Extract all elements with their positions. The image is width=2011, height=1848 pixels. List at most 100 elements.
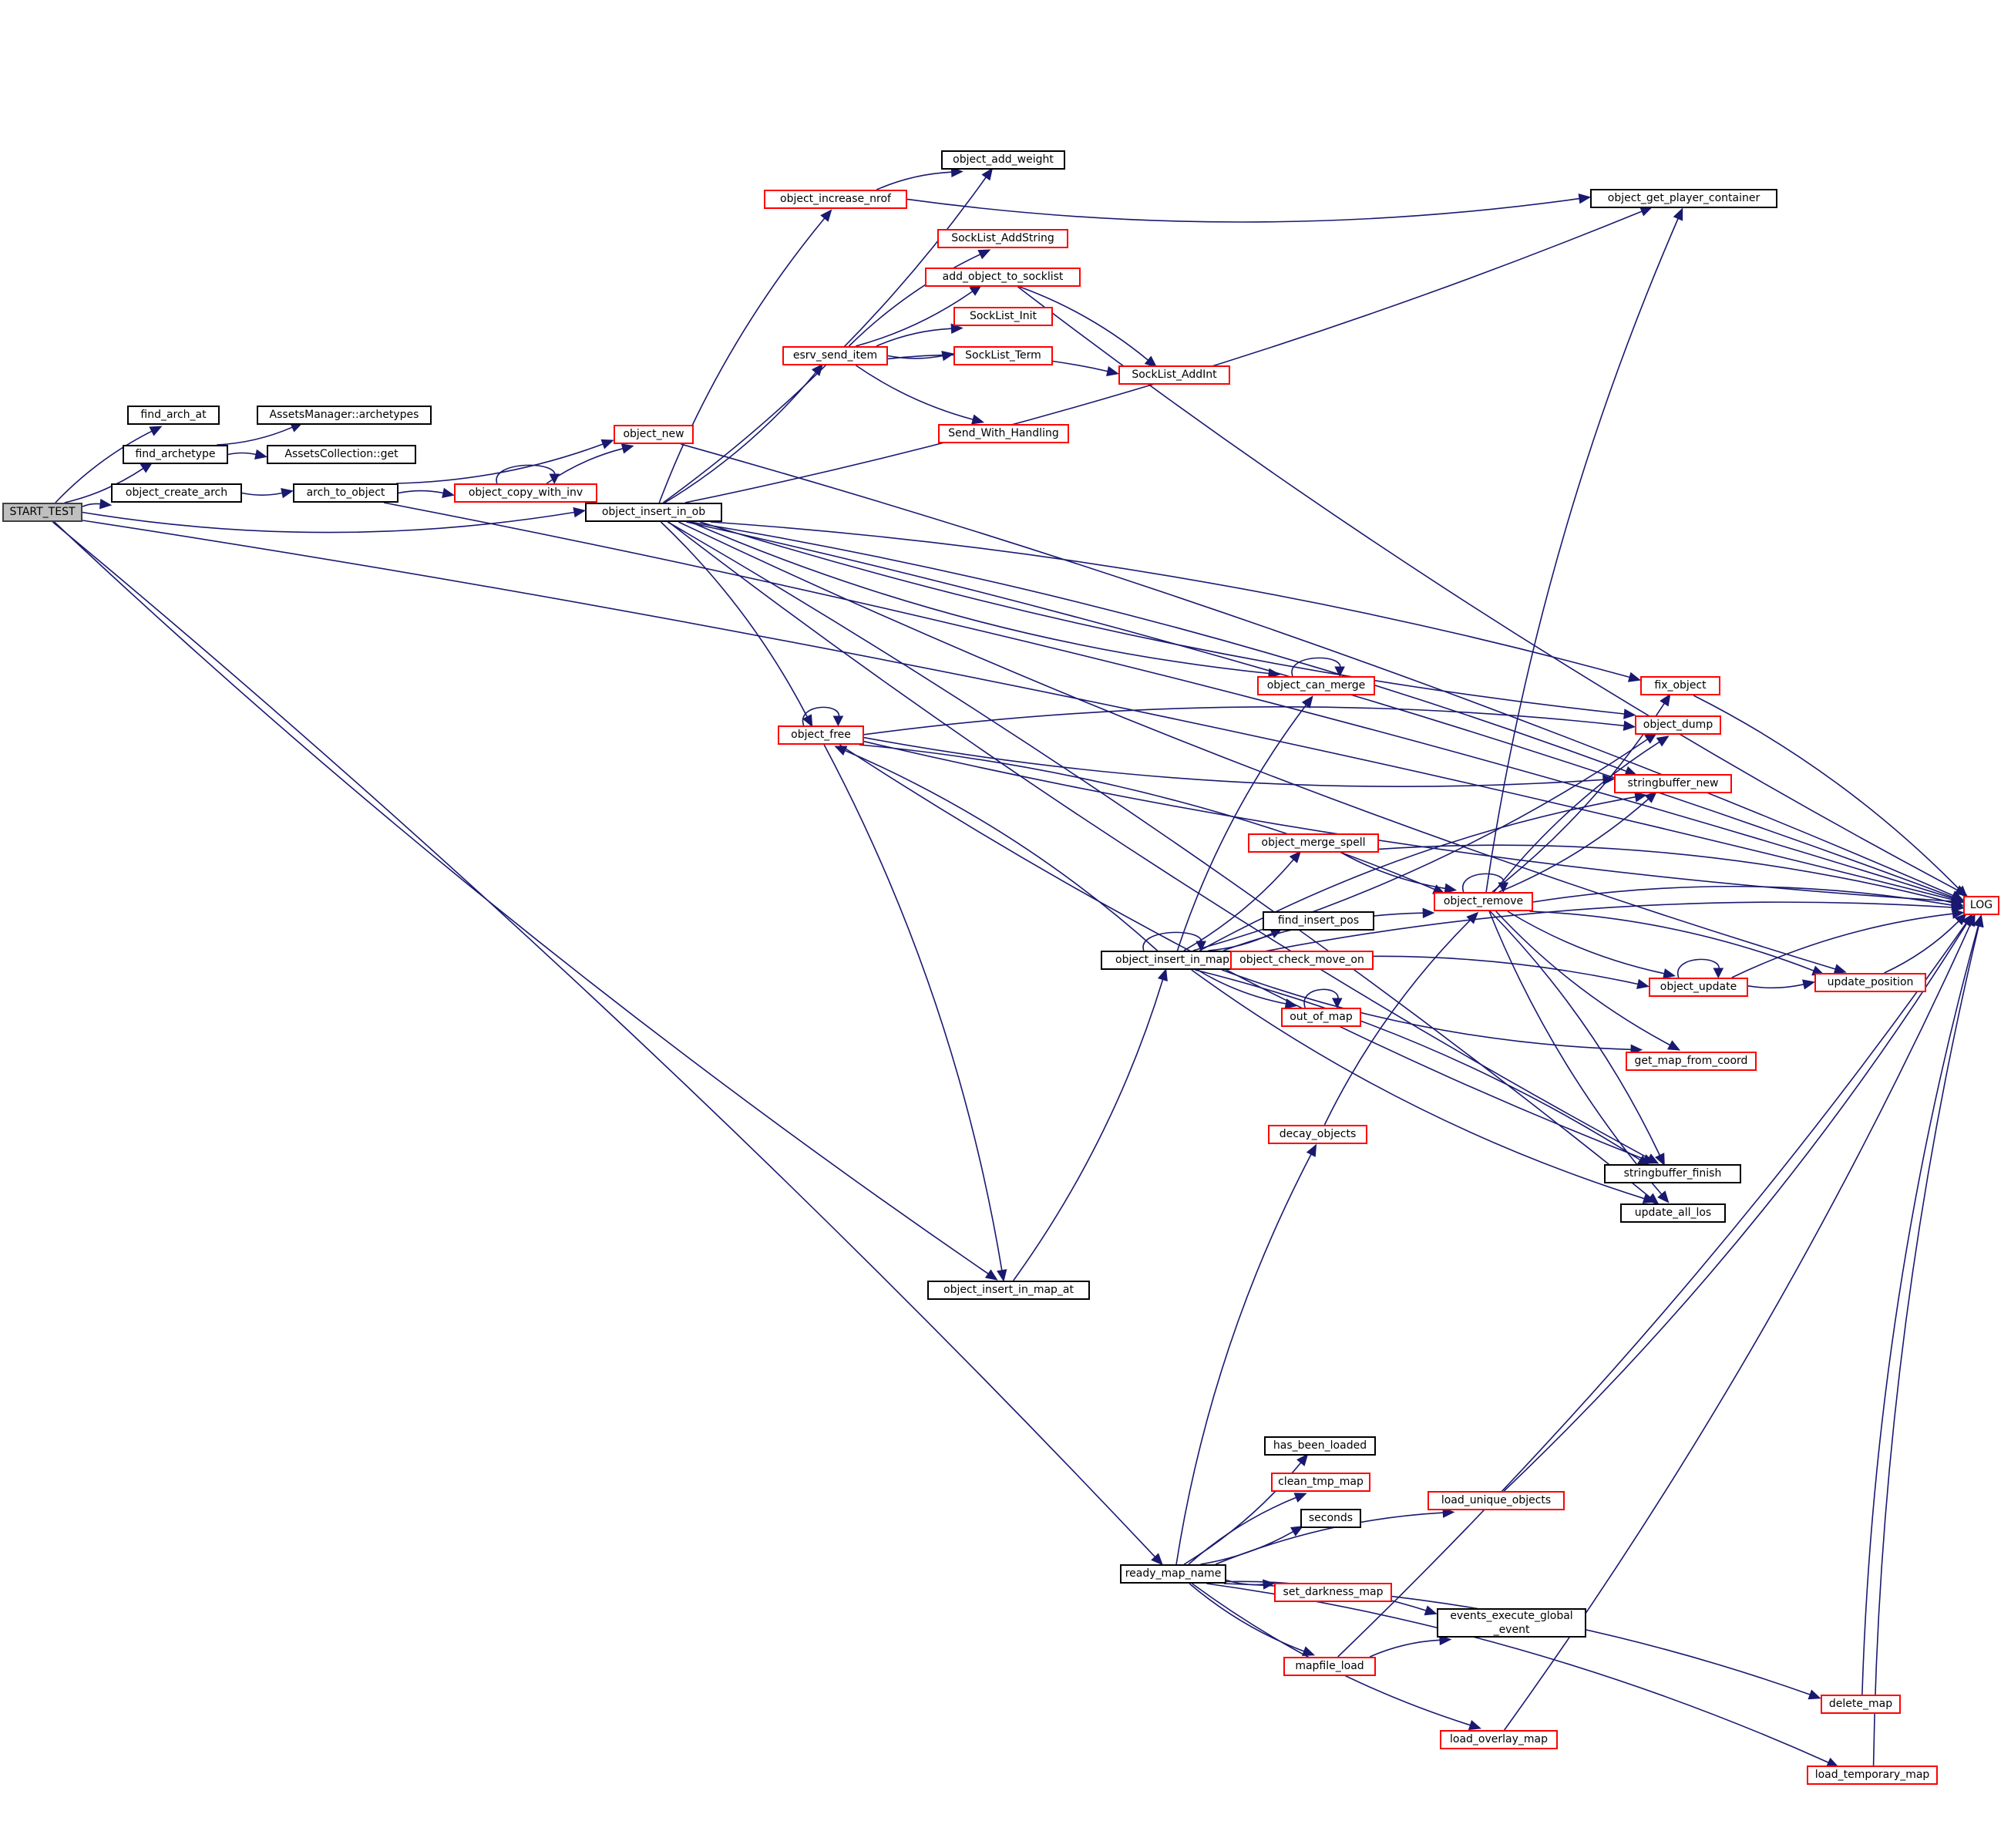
- node-object-insert-in-map-at[interactable]: object_insert_in_map_at: [927, 1281, 1090, 1300]
- edge-object-update-to-update-position: [1747, 979, 1815, 990]
- edge-esrv-send-item-to-socklist-term: [887, 350, 955, 362]
- edge-update-position-to-log: [1884, 913, 1967, 974]
- edge-ready-map-name-to-clean-tmp-map: [1188, 1493, 1307, 1565]
- edge-start-test-to-ready-map-name: [52, 521, 1163, 1566]
- edge-object-remove-to-update-position: [1529, 911, 1825, 976]
- edge-object-free-to-object-free: [802, 706, 844, 727]
- node-update-all-los[interactable]: update_all_los: [1620, 1203, 1726, 1223]
- edge-find-archetype-to-assetscollection-get: [227, 449, 267, 460]
- edge-object-update-to-object-update: [1677, 958, 1724, 979]
- node-fix-object[interactable]: fix_object: [1640, 676, 1720, 695]
- edge-object-insert-in-map-to-stringbuffer-new: [1199, 792, 1647, 951]
- edge-object-free-to-object-dump: [863, 706, 1636, 735]
- edge-object-insert-in-map-to-object-merge-spell: [1183, 850, 1302, 951]
- edge-object-copy-with-inv-to-object-copy-with-inv: [496, 464, 560, 485]
- node-object-merge-spell[interactable]: object_merge_spell: [1248, 833, 1379, 853]
- node-object-create-arch[interactable]: object_create_arch: [111, 483, 242, 503]
- edge-object-remove-to-object-get-player-container: [1485, 207, 1683, 893]
- edge-out-of-map-to-out-of-map: [1303, 988, 1343, 1009]
- node-object-get-player-container[interactable]: object_get_player_container: [1590, 189, 1777, 208]
- edge-object-insert-in-map-to-object-free: [834, 746, 1159, 951]
- node-send-with-handling[interactable]: Send_With_Handling: [938, 424, 1069, 443]
- node-arch-to-object[interactable]: arch_to_object: [293, 483, 399, 503]
- node-decay-objects[interactable]: decay_objects: [1268, 1125, 1367, 1144]
- node-load-temporary-map[interactable]: load_temporary_map: [1807, 1766, 1938, 1785]
- edge-ready-map-name-to-decay-objects: [1175, 1143, 1317, 1565]
- node-object-check-move-on[interactable]: object_check_move_on: [1230, 951, 1374, 970]
- node-update-position[interactable]: update_position: [1814, 973, 1926, 992]
- node-find-arch-at[interactable]: find_arch_at: [127, 406, 220, 425]
- node-socklist-addstring[interactable]: SockList_AddString: [937, 229, 1068, 248]
- node-get-map-from-coord[interactable]: get_map_from_coord: [1626, 1052, 1757, 1071]
- edge-delete-map-to-log: [1861, 914, 1983, 1695]
- edge-add-object-to-socklist-to-socklist-addint: [1019, 286, 1158, 368]
- node-object-free[interactable]: object_free: [778, 725, 864, 745]
- edge-object-increase-nrof-to-object-add-weight: [876, 167, 963, 190]
- edge-object-insert-in-map-to-update-all-los: [1191, 969, 1656, 1203]
- edge-start-test-to-object-insert-in-ob: [82, 507, 587, 534]
- edge-object-copy-with-inv-to-object-new: [546, 443, 634, 484]
- node-assetscollection-get[interactable]: AssetsCollection::get: [267, 445, 416, 464]
- node-load-overlay-map[interactable]: load_overlay_map: [1440, 1730, 1558, 1749]
- edge-object-insert-in-ob-to-object-increase-nrof: [658, 209, 832, 503]
- node-has-been-loaded[interactable]: has_been_loaded: [1264, 1436, 1376, 1456]
- node-socklist-term[interactable]: SockList_Term: [953, 346, 1053, 365]
- node-mapfile-load[interactable]: mapfile_load: [1283, 1657, 1376, 1676]
- node-add-object-to-socklist[interactable]: add_object_to_socklist: [925, 268, 1081, 287]
- edge-fix-object-to-log: [1693, 695, 1968, 898]
- node-object-dump[interactable]: object_dump: [1635, 715, 1721, 735]
- node-object-copy-with-inv[interactable]: object_copy_with_inv: [454, 483, 597, 503]
- edge-object-insert-in-map-to-object-can-merge: [1176, 695, 1313, 951]
- node-delete-map[interactable]: delete_map: [1821, 1695, 1901, 1714]
- edge-object-free-to-object-remove: [859, 744, 1446, 894]
- edge-object-insert-in-map-to-object-insert-in-map: [1142, 931, 1207, 952]
- edge-arch-to-object-to-object-new: [396, 439, 614, 484]
- node-esrv-send-item[interactable]: esrv_send_item: [782, 346, 888, 365]
- edge-object-insert-in-ob-to-fix-object: [710, 521, 1641, 682]
- edge-object-remove-to-get-map-from-coord: [1495, 911, 1681, 1051]
- edge-start-test-to-object-insert-in-map-at: [53, 521, 998, 1281]
- node-load-unique-objects[interactable]: load_unique_objects: [1428, 1491, 1565, 1510]
- edge-object-insert-in-map-to-out-of-map: [1197, 969, 1298, 1009]
- edge-object-insert-in-ob-to-stringbuffer-finish: [668, 521, 1660, 1164]
- edge-arch-to-object-to-object-copy-with-inv: [398, 487, 455, 499]
- edge-object-remove-to-stringbuffer-new: [1498, 791, 1657, 893]
- node-assetsmanager-archetypes[interactable]: AssetsManager::archetypes: [257, 406, 432, 425]
- edge-object-free-to-object-insert-in-map-at: [823, 744, 1007, 1282]
- node-start-test[interactable]: START_TEST: [2, 503, 82, 522]
- node-out-of-map[interactable]: out_of_map: [1281, 1008, 1361, 1027]
- edge-object-can-merge-to-object-can-merge: [1291, 657, 1345, 678]
- node-socklist-addint[interactable]: SockList_AddInt: [1118, 365, 1230, 385]
- edge-load-temporary-map-to-log: [1872, 914, 1984, 1766]
- node-object-update[interactable]: object_update: [1649, 978, 1748, 997]
- node-object-remove[interactable]: object_remove: [1434, 892, 1533, 911]
- edge-object-remove-to-update-all-los: [1488, 911, 1670, 1203]
- node-stringbuffer-finish[interactable]: stringbuffer_finish: [1604, 1164, 1741, 1183]
- edge-load-unique-objects-to-log: [1503, 913, 1973, 1492]
- node-stringbuffer-new[interactable]: stringbuffer_new: [1614, 774, 1732, 793]
- edge-mapfile-load-to-events-execute-global-event: [1369, 1634, 1452, 1658]
- edge-arch-to-object-to-log: [383, 502, 1965, 904]
- node-object-increase-nrof[interactable]: object_increase_nrof: [764, 190, 907, 209]
- node-socklist-init[interactable]: SockList_Init: [953, 307, 1053, 326]
- edge-ready-map-name-to-mapfile-load: [1189, 1583, 1316, 1657]
- edge-object-insert-in-ob-to-object-dump: [699, 521, 1636, 719]
- node-object-insert-in-ob[interactable]: object_insert_in_ob: [585, 503, 722, 522]
- node-seconds[interactable]: seconds: [1300, 1509, 1361, 1528]
- node-object-new[interactable]: object_new: [614, 425, 694, 444]
- edge-object-insert-in-map-to-stringbuffer-finish: [1195, 969, 1650, 1166]
- node-ready-map-name[interactable]: ready_map_name: [1120, 1564, 1226, 1584]
- node-set-darkness-map[interactable]: set_darkness_map: [1274, 1583, 1392, 1602]
- node-events-execute-global-event[interactable]: events_execute_global _event: [1437, 1608, 1586, 1638]
- node-object-insert-in-map[interactable]: object_insert_in_map: [1101, 951, 1244, 970]
- node-find-insert-pos[interactable]: find_insert_pos: [1263, 911, 1374, 931]
- node-clean-tmp-map[interactable]: clean_tmp_map: [1271, 1473, 1370, 1492]
- node-log[interactable]: LOG: [1963, 896, 1999, 915]
- node-find-archetype[interactable]: find_archetype: [123, 445, 228, 464]
- edge-object-create-arch-to-arch-to-object: [241, 487, 294, 499]
- node-object-add-weight[interactable]: object_add_weight: [941, 150, 1065, 170]
- edge-object-update-to-log: [1731, 908, 1965, 978]
- edge-decay-objects-to-object-remove: [1323, 911, 1479, 1126]
- node-object-can-merge[interactable]: object_can_merge: [1257, 676, 1375, 695]
